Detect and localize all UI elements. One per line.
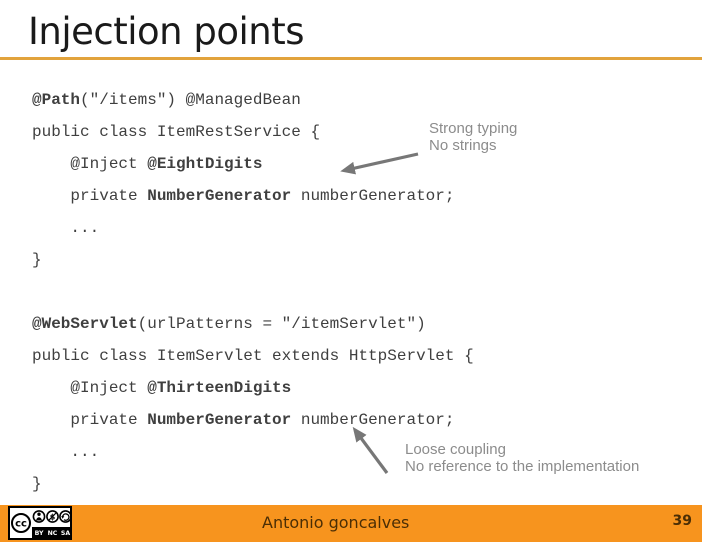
code-line: } bbox=[32, 251, 42, 269]
annotation-loose-coupling: Loose coupling No reference to the imple… bbox=[405, 441, 639, 475]
code-line: public class ItemServlet extends HttpSer… bbox=[32, 347, 474, 365]
footer-bar bbox=[0, 505, 702, 542]
annotation-line: Loose coupling bbox=[405, 441, 506, 458]
code-line: private NumberGenerator numberGenerator; bbox=[32, 187, 455, 205]
annotation-line: No strings bbox=[429, 137, 497, 154]
cc-logo-icon bbox=[11, 513, 31, 533]
slide-title: Injection points bbox=[28, 10, 305, 53]
code-line: private NumberGenerator numberGenerator; bbox=[32, 411, 455, 429]
code-line: } bbox=[32, 475, 42, 493]
cc-nc-icon bbox=[46, 510, 59, 523]
cc-nc-label: NC bbox=[48, 530, 58, 537]
cc-logo-text: cc bbox=[15, 519, 27, 530]
code-line: @WebServlet(urlPatterns = "/itemServlet"… bbox=[32, 315, 426, 333]
footer-author: Antonio goncalves bbox=[262, 513, 410, 532]
annotation-strong-typing: Strong typing No strings bbox=[429, 120, 517, 154]
cc-by-icon bbox=[32, 510, 46, 523]
annotation-line: Strong typing bbox=[429, 120, 518, 137]
code-block-servlet: @WebServlet(urlPatterns = "/itemServlet"… bbox=[32, 308, 474, 500]
cc-sa-label: SA bbox=[61, 530, 70, 537]
code-line: @Inject @ThirteenDigits bbox=[32, 379, 292, 397]
code-line: ... bbox=[32, 443, 100, 461]
annotation-line: No reference to the implementation bbox=[405, 458, 640, 475]
cc-license-badge: cc $ BY NC SA bbox=[8, 506, 72, 540]
title-underline bbox=[0, 57, 702, 60]
code-line: @Path("/items") @ManagedBean bbox=[32, 91, 301, 109]
code-line: public class ItemRestService { bbox=[32, 123, 321, 141]
footer-page-number: 39 bbox=[672, 513, 692, 529]
code-line: ... bbox=[32, 219, 100, 237]
code-block-rest-service: @Path("/items") @ManagedBean public class… bbox=[32, 84, 454, 276]
cc-by-label: BY bbox=[35, 530, 44, 537]
code-line: @Inject @EightDigits bbox=[32, 155, 263, 173]
cc-sa-icon bbox=[59, 510, 72, 523]
